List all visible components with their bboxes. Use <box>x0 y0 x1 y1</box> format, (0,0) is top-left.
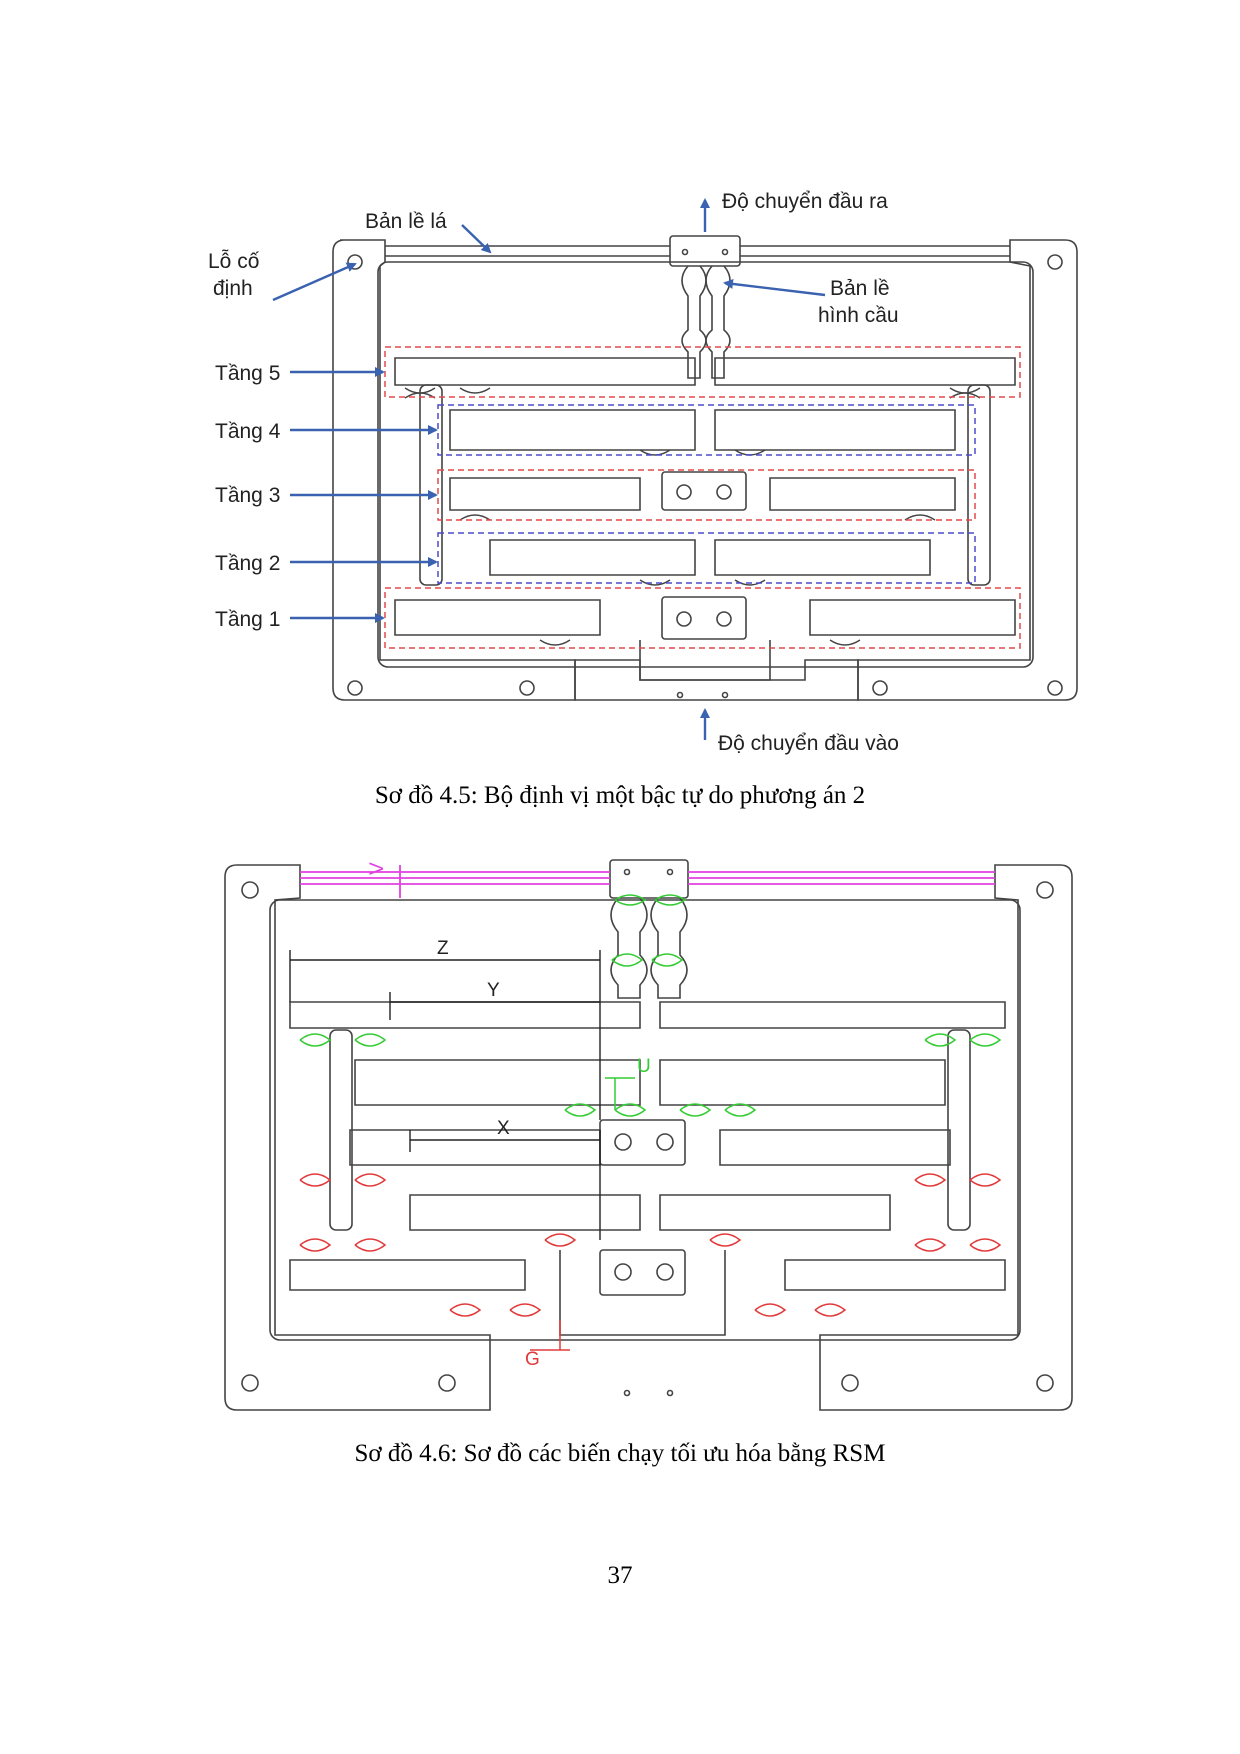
figure-4-5: Độ chuyển đầu ra Bản lề lá Lỗ cố định Bả… <box>0 0 1240 800</box>
tier1-label: Tầng 1 <box>215 608 280 631</box>
caption-figure-4-6: Sơ đồ 4.6: Sơ đồ các biến chạy tối ưu hó… <box>354 1440 886 1467</box>
tier3-box <box>437 469 976 521</box>
caption-figure-4-5: Sơ đồ 4.5: Bộ định vị một bậc tự do phươ… <box>374 782 866 809</box>
output-head-2 <box>609 859 689 899</box>
inner-frame <box>377 261 1034 668</box>
fix-hole-arrow <box>272 262 357 302</box>
dim-g-label: G <box>525 1349 540 1370</box>
tier4-label: Tầng 4 <box>215 420 281 443</box>
spherical-label-1: Bản lề <box>830 277 890 300</box>
center-block-2-bottom <box>599 1249 686 1296</box>
frame2-left <box>224 864 491 1411</box>
frame-left <box>332 239 576 701</box>
center-block-bottom <box>661 596 747 640</box>
input-label: Độ chuyển đầu vào <box>718 732 899 755</box>
dim-y-label: Y <box>487 980 500 1001</box>
frame2-right <box>819 864 1073 1411</box>
mechanism-diagram-1: Độ chuyển đầu ra Bản lề lá Lỗ cố định Bả… <box>208 190 1078 755</box>
dim-v-label: V <box>367 862 388 875</box>
dim-x-label: X <box>497 1118 510 1139</box>
figure-4-6: V Z Y U X G <box>0 820 1240 1460</box>
tier3-label: Tầng 3 <box>215 484 280 507</box>
tier5-label: Tầng 5 <box>215 362 280 385</box>
dim-z-label: Z <box>437 938 449 959</box>
fix-hole-label-2: định <box>213 277 253 300</box>
mechanism-diagram-2: V Z Y U X G <box>224 859 1073 1411</box>
output-label: Độ chuyển đầu ra <box>722 190 888 213</box>
dim-u-label: U <box>637 1056 651 1077</box>
spherical-arrow <box>723 278 826 297</box>
leaf-hinge-arrow <box>461 224 492 254</box>
output-head <box>669 235 741 267</box>
tier4-box <box>437 404 976 456</box>
spherical-label-2: hình cầu <box>818 304 899 327</box>
tier1-box <box>384 587 1021 649</box>
tier2-label: Tầng 2 <box>215 552 280 575</box>
fix-hole-label-1: Lỗ cố <box>208 250 260 273</box>
tier2-box <box>437 532 976 584</box>
leaf-hinge-label: Bản lề lá <box>365 210 447 233</box>
center-block-top <box>661 471 747 511</box>
tier5-box <box>384 346 1021 398</box>
page-number: 37 <box>607 1562 633 1589</box>
